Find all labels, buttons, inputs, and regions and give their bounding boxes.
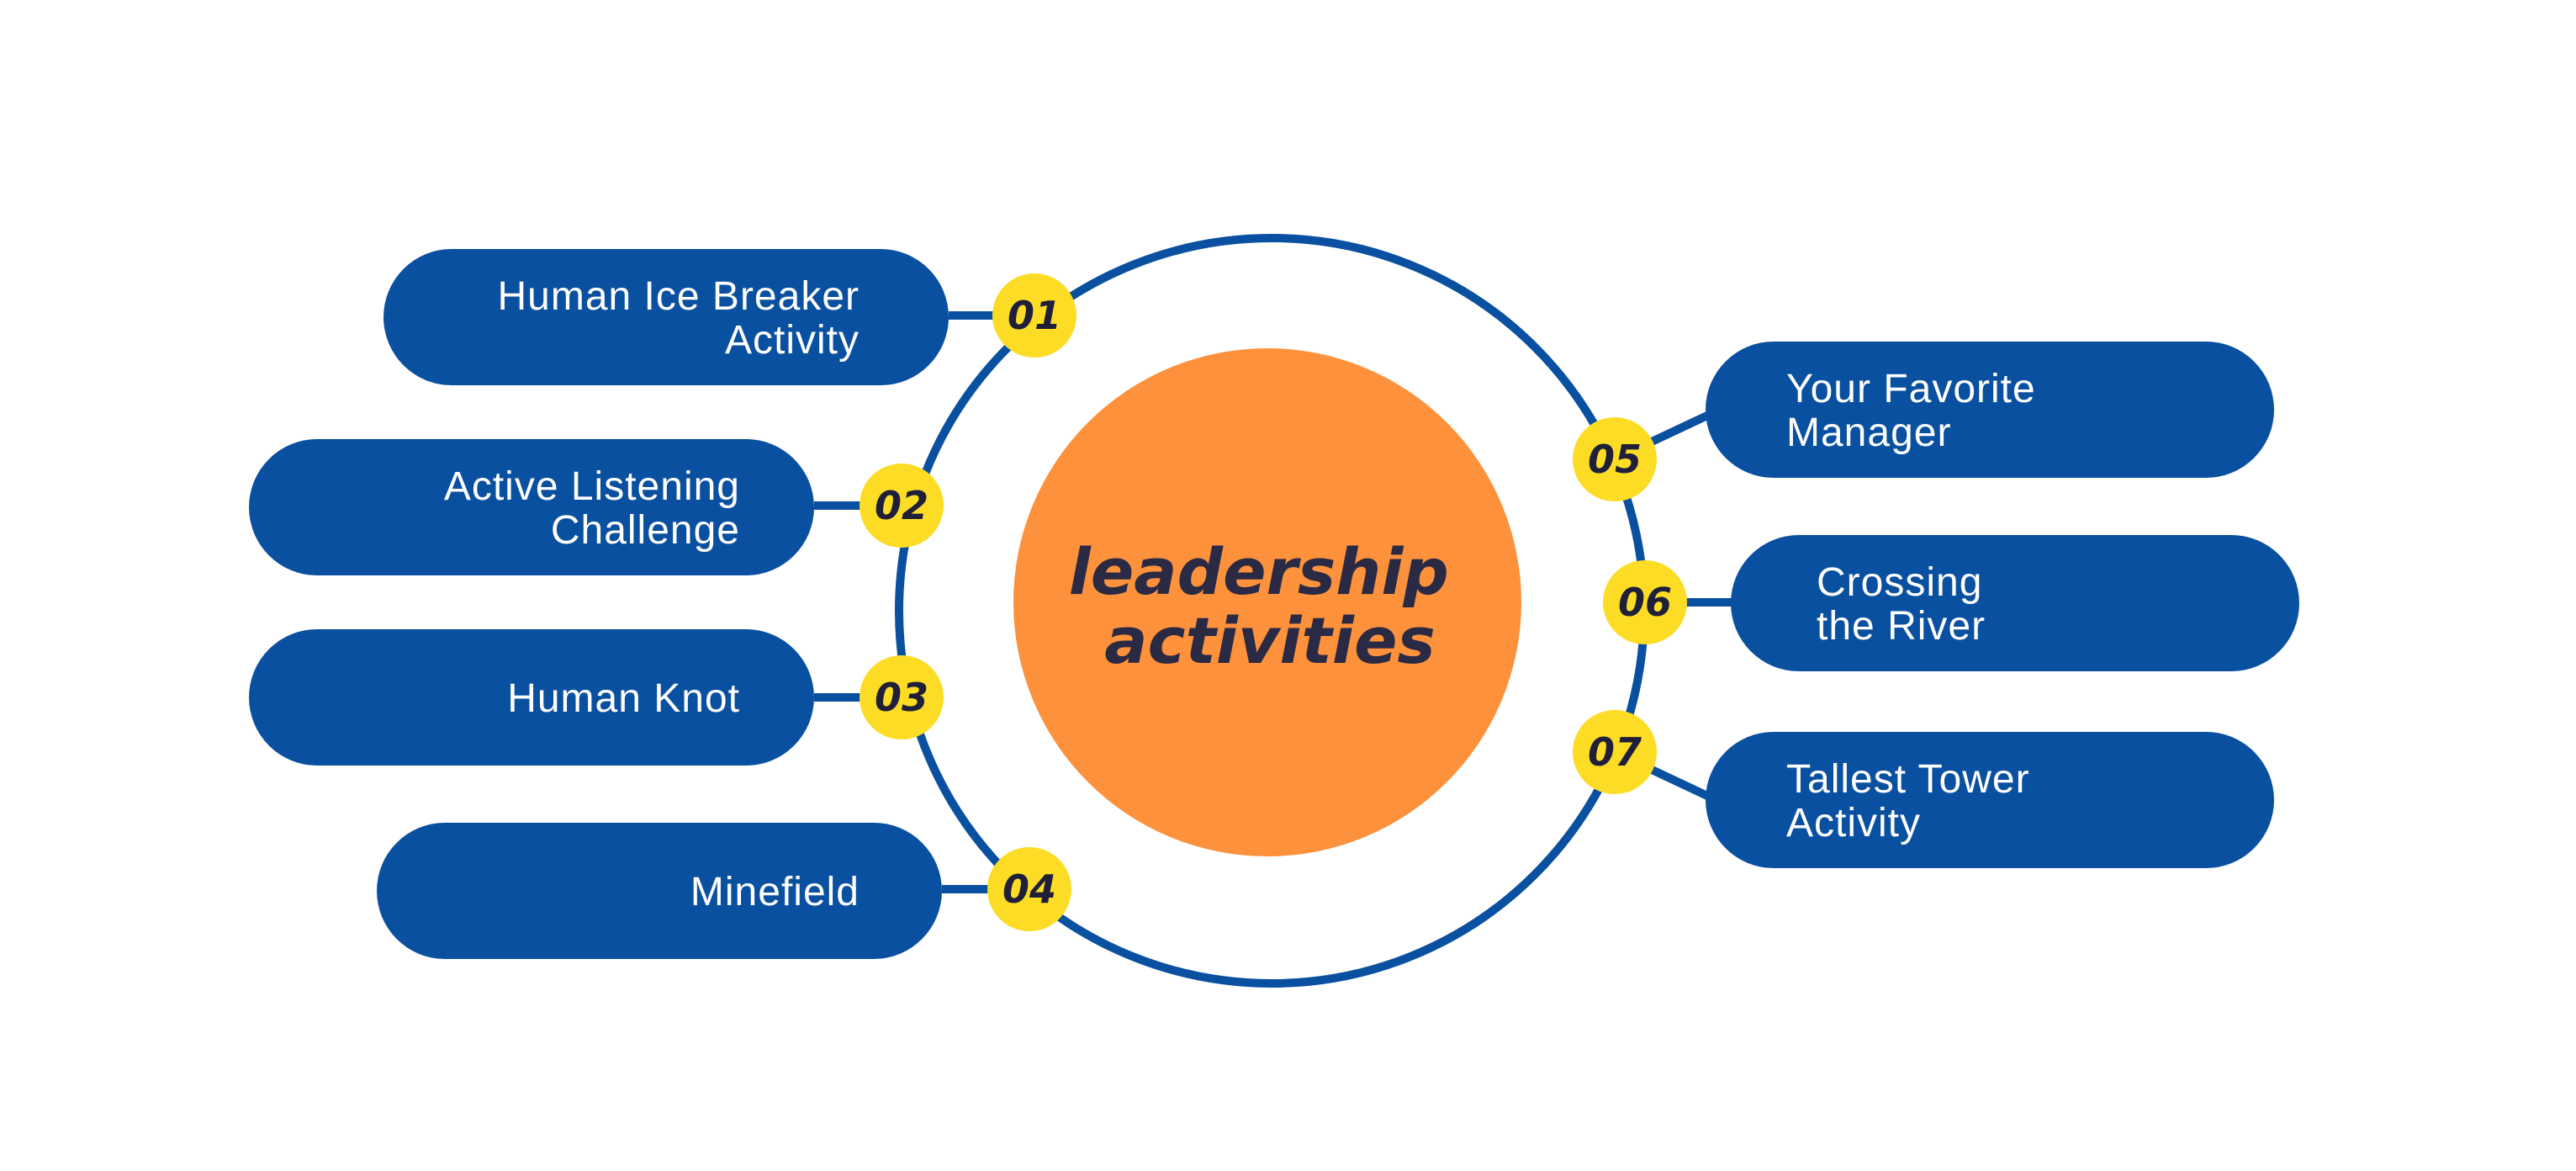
number-badge-6 [1603,560,1687,644]
activity-label-3-line-1: Human Knot [507,676,740,721]
activity-label-5-line-2: Manager [1786,411,1951,455]
activity-label-5-line-1: Your Favorite [1786,367,2036,411]
number-badge-1 [992,273,1076,358]
activity-pill-3 [249,629,814,766]
activity-label-1-line-1: Human Ice Breaker [497,274,860,319]
activity-pill-4 [377,823,942,959]
center-title-line-2: activities [1104,603,1435,678]
activity-label-3: Human Knot [507,676,740,721]
center-circle [1013,348,1521,856]
number-badge-label-7: 07 [1588,729,1642,775]
activity-label-6-line-1: Crossing [1817,560,1982,605]
activity-label-4-line-1: Minefield [690,870,860,914]
activity-label-1-line-2: Activity [725,318,860,363]
number-badge-2 [860,464,944,548]
activity-pill-7 [1706,732,2274,868]
activity-label-7-line-2: Activity [1786,801,1921,845]
connector-line-7 [1648,765,1710,800]
number-badge-4 [987,847,1071,931]
activity-pill-6 [1731,535,2299,671]
activity-pill-2 [249,439,814,575]
activity-label-2-line-2: Challenge [551,508,740,553]
number-badge-5 [1573,417,1657,501]
activity-label-2-line-1: Active Listening [444,464,740,509]
activity-label-4: Minefield [690,870,860,914]
activity-label-6-line-2: the River [1817,604,1986,649]
number-badge-label-2: 02 [875,483,928,528]
number-badge-label-1: 01 [1008,293,1061,338]
connector-lines [814,311,1732,893]
number-badge-label-4: 04 [1002,866,1056,912]
number-badge-3 [860,655,944,739]
number-badge-label-3: 03 [875,675,928,720]
activity-pill-5 [1706,342,2274,478]
center-title: leadership activities [1069,534,1472,678]
number-badges: 01 02 03 04 05 06 07 [860,273,1687,931]
activity-label-7-line-1: Tallest Tower [1786,757,2030,802]
connector-line-5 [1648,411,1710,447]
number-badge-label-5: 05 [1588,437,1642,482]
number-badge-label-6: 06 [1618,580,1672,625]
number-badge-7 [1573,710,1657,794]
activity-pill-1 [383,249,949,385]
center-title-line-1: leadership [1069,534,1449,609]
